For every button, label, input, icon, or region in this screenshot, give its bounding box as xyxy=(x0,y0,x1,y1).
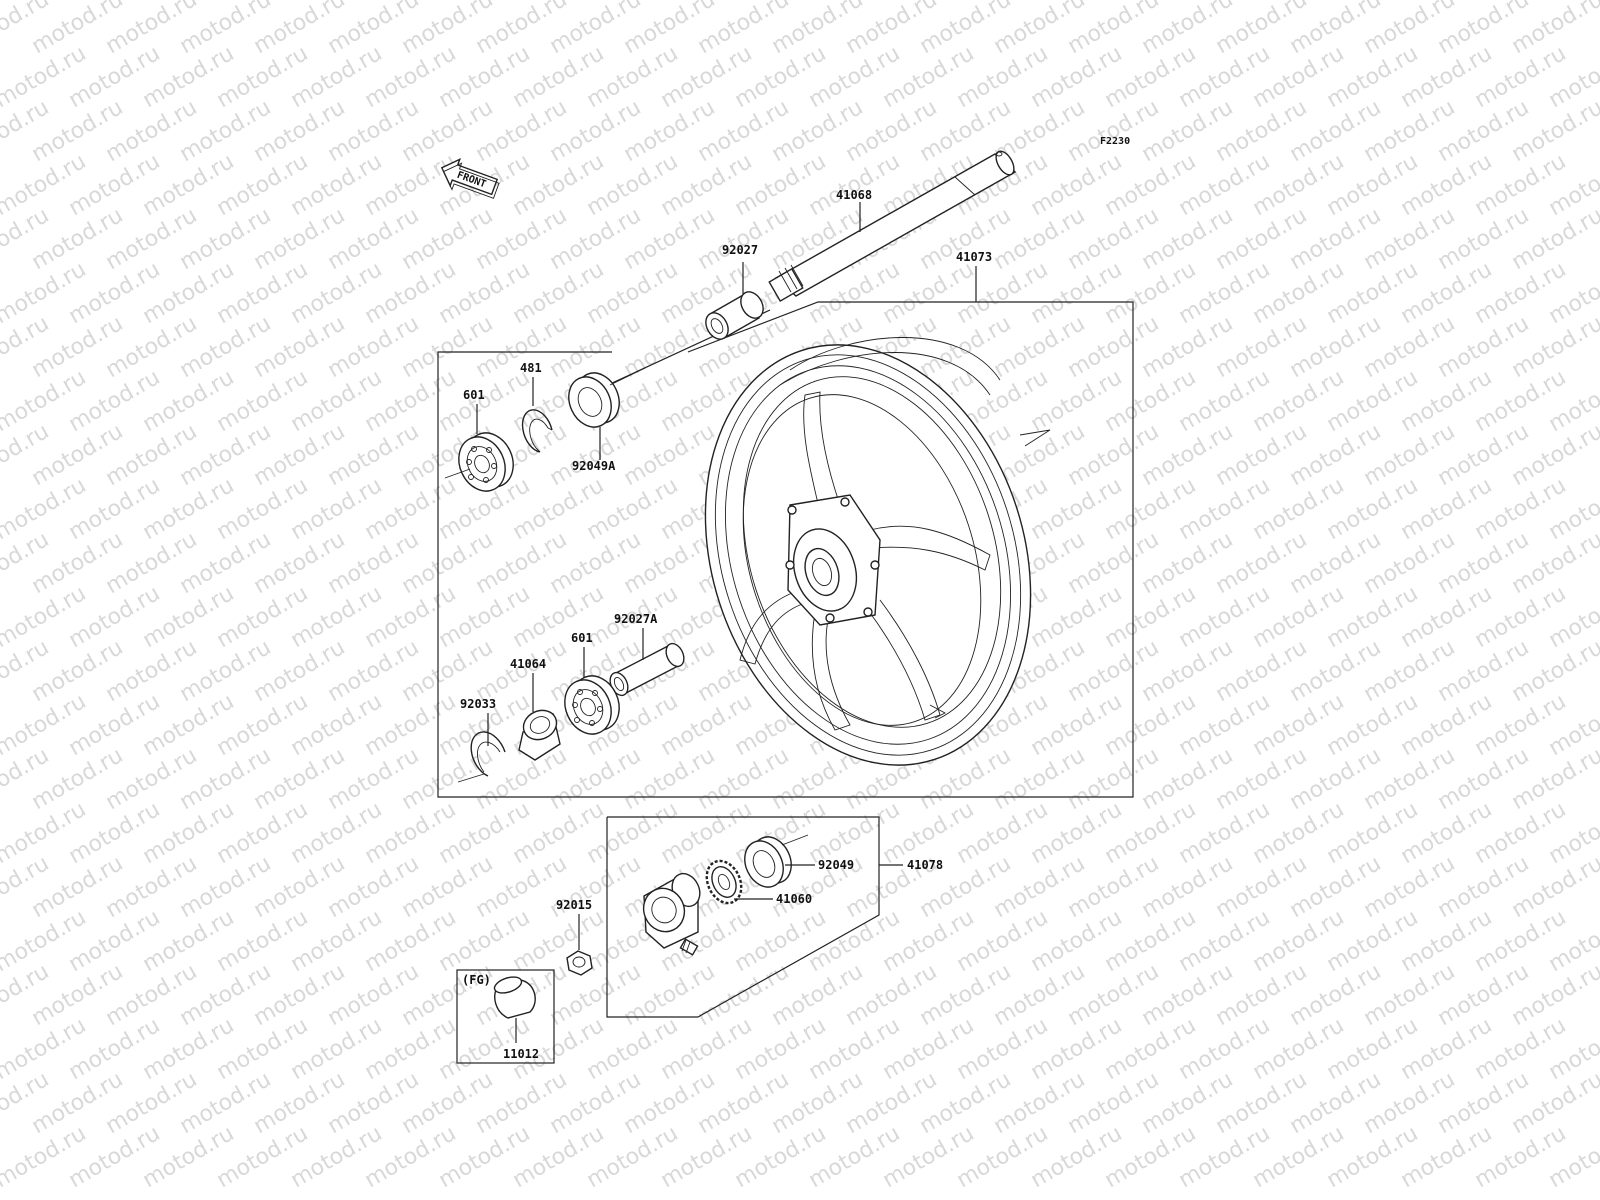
wheel xyxy=(704,337,1051,766)
circlip xyxy=(521,409,553,453)
label-speedo-gear: 41060 xyxy=(776,892,812,906)
label-nut: 92015 xyxy=(556,898,592,912)
axle-cap xyxy=(493,976,536,1019)
label-bearing-cover: 41064 xyxy=(510,657,546,671)
bearing-cover xyxy=(518,709,561,761)
label-seal-gear: 92049 xyxy=(818,858,854,872)
label-bearing-left: 601 xyxy=(463,388,485,402)
bearing-left xyxy=(444,432,514,492)
label-cap: 11012 xyxy=(503,1047,539,1061)
seal-gear xyxy=(744,834,809,888)
label-bearing-right: 601 xyxy=(571,631,593,645)
collar-top xyxy=(705,291,764,340)
wheel-assembly-frame xyxy=(437,301,1134,798)
label-circlip: 481 xyxy=(520,361,542,375)
snap-ring xyxy=(457,731,506,783)
speedo-assembly-frame xyxy=(606,816,880,1018)
speedo-gearbox xyxy=(642,872,701,956)
oil-seal-left xyxy=(568,367,646,428)
fg-label: (FG) xyxy=(462,973,491,987)
label-speedo-assy: 41078 xyxy=(907,858,943,872)
label-wheel: 41073 xyxy=(956,250,992,264)
label-collar-top: 92027 xyxy=(722,243,758,257)
axle-nut xyxy=(566,950,593,976)
label-axle: 41068 xyxy=(836,188,872,202)
figure-code: F2230 xyxy=(1100,136,1130,147)
label-oil-seal-left: 92049A xyxy=(572,459,616,473)
speedo-gear xyxy=(705,859,743,905)
label-snap-ring: 92033 xyxy=(460,697,496,711)
fg-cap-frame xyxy=(456,969,555,1064)
bearing-right xyxy=(564,675,620,735)
label-collar-inner: 92027A xyxy=(614,612,658,626)
